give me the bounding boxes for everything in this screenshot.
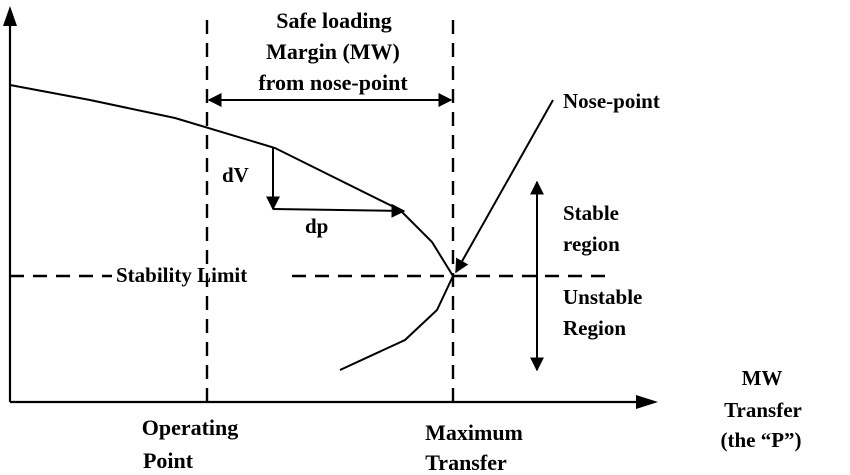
pv-curve-upper	[9, 84, 454, 277]
x-axis-label-line1: MW	[742, 366, 783, 390]
stable-region-label-line2: region	[563, 232, 620, 256]
x-axis-label-line2: Transfer	[724, 398, 802, 422]
x-axis-arrowhead	[636, 395, 658, 409]
y-axis-arrowhead	[3, 6, 17, 26]
nose-point-pointer	[455, 99, 554, 274]
dp-label: dp	[305, 214, 328, 238]
nose-point-label: Nose-point	[563, 89, 660, 113]
maximum-transfer-label-line1: Maximum	[425, 420, 523, 445]
safe-margin-label-line1: Safe loading	[276, 8, 392, 33]
pv-curve-lower	[339, 275, 454, 371]
stability-limit-label: Stability Limit	[116, 263, 247, 287]
maximum-transfer-label-line2: Transfer	[425, 450, 507, 475]
operating-point-label-line1: Operating	[142, 415, 239, 440]
dv-label: dV	[222, 163, 249, 187]
dp-arrow	[272, 203, 406, 218]
safe-margin-label-line3: from nose-point	[258, 70, 408, 95]
safe-margin-label-line2: Margin (MW)	[266, 39, 400, 64]
stable-region-label-line1: Stable	[563, 201, 619, 225]
unstable-region-label-line1: Unstable	[563, 285, 642, 309]
unstable-region-label-line2: Region	[563, 316, 626, 340]
x-axis-label-line3: (the “P”)	[720, 428, 801, 452]
operating-point-label-line2: Point	[143, 448, 194, 473]
